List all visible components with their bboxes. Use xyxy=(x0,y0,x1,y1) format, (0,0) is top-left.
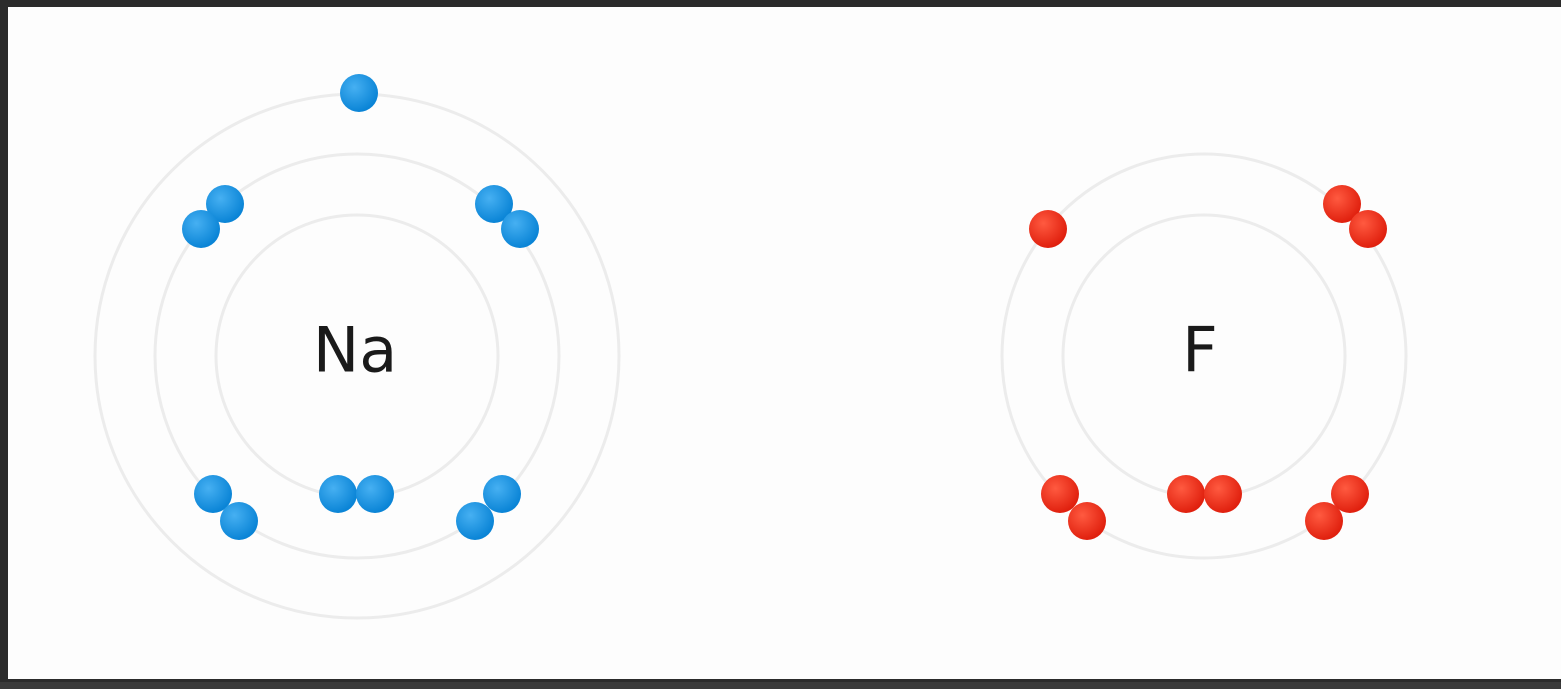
f-electron-shell1-1 xyxy=(1167,475,1205,513)
atom-sodium: Na xyxy=(95,74,619,618)
na-electrons xyxy=(182,74,539,540)
na-electron-shell2-6 xyxy=(220,502,258,540)
atom-fluorine: F xyxy=(1002,154,1406,558)
f-electron-shell2-4 xyxy=(1041,475,1079,513)
atom-symbol-sodium: Na xyxy=(313,314,397,387)
f-electron-shell2-7 xyxy=(1305,502,1343,540)
na-electron-shell2-2 xyxy=(182,210,220,248)
na-electron-shell2-8 xyxy=(456,502,494,540)
na-electron-shell3-1 xyxy=(340,74,378,112)
f-electron-shell1-2 xyxy=(1204,475,1242,513)
na-electron-shell1-2 xyxy=(356,475,394,513)
f-electron-shell2-3 xyxy=(1349,210,1387,248)
na-electron-shell2-4 xyxy=(501,210,539,248)
na-electron-shell2-7 xyxy=(483,475,521,513)
na-electron-shell1-1 xyxy=(319,475,357,513)
f-electron-shell2-1 xyxy=(1029,210,1067,248)
atom-symbol-fluorine: F xyxy=(1182,314,1218,387)
f-electron-shell2-5 xyxy=(1068,502,1106,540)
bohr-diagram: Na F xyxy=(8,7,1561,689)
